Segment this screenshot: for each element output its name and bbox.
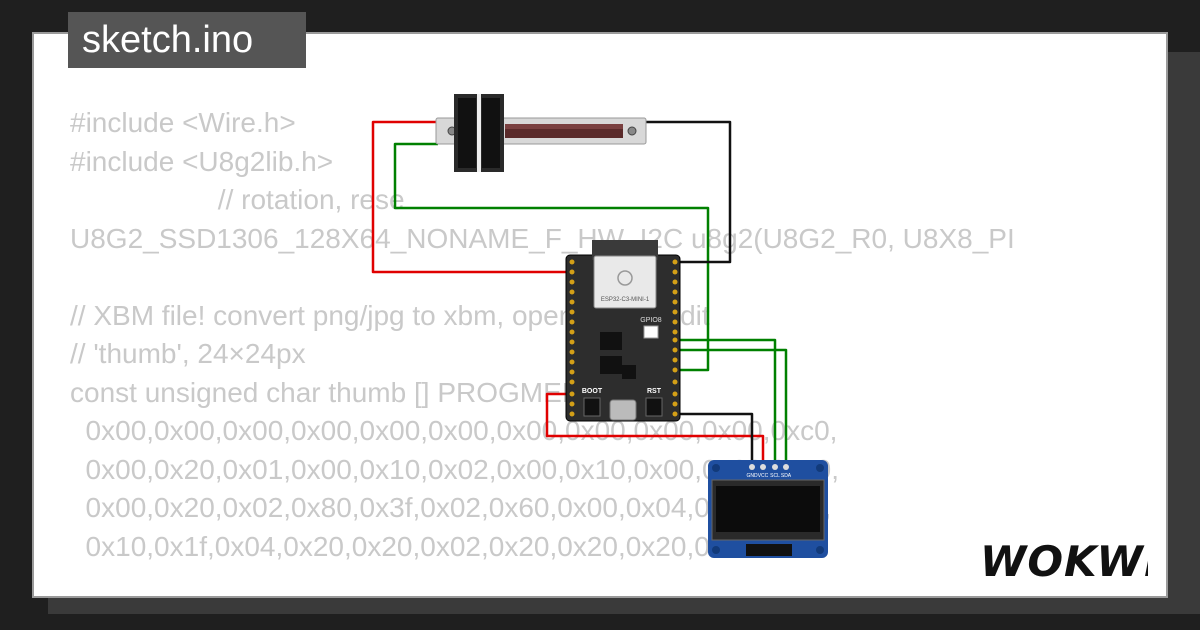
wire-green-oled-sda[interactable] bbox=[675, 348, 788, 466]
module-label: ESP32-C3-MINI-1 bbox=[601, 297, 650, 303]
code-line: 0x10,0x1f,0x04,0x20,0x20,0x02,0x20,0x20,… bbox=[70, 530, 755, 562]
oled-pin-label: VCC bbox=[758, 473, 769, 479]
oled-pin-label: SCL bbox=[770, 473, 780, 479]
code-line: 0x00,0x00,0x00,0x00,0x00,0x00,0x00,0x00,… bbox=[70, 415, 838, 446]
code-line: #include <Wire.h> bbox=[70, 107, 296, 138]
code-line: const unsigned char thumb [] PROGMEM = { bbox=[70, 376, 627, 408]
slide-potentiometer[interactable] bbox=[435, 94, 647, 172]
oled-display[interactable]: GND VCC SCL SDA bbox=[708, 460, 828, 558]
usb-port bbox=[609, 399, 637, 421]
rst-label: RST bbox=[647, 388, 662, 395]
boot-label: BOOT bbox=[582, 388, 603, 395]
oled-pin-label: GND bbox=[746, 473, 758, 479]
boot-button[interactable] bbox=[583, 397, 601, 417]
gpio-label: GPIO8 bbox=[640, 317, 662, 324]
wire-red-pot-vcc[interactable] bbox=[371, 120, 571, 274]
code-line: // 'thumb', 24×24px bbox=[70, 338, 306, 369]
filename-tab[interactable]: sketch.ino bbox=[68, 12, 306, 68]
wire-black-pot-gnd[interactable] bbox=[645, 120, 732, 264]
esp32-board[interactable]: ESP32-C3-MINI-1 GPIO8 BOOT RST bbox=[565, 240, 681, 422]
code-background: #include <Wire.h> #include <U8g2lib.h> //… bbox=[70, 104, 1015, 566]
oled-pin-label: SDA bbox=[781, 473, 792, 479]
logo-text: WOKWi bbox=[980, 538, 1148, 584]
code-line: #include <U8g2lib.h> bbox=[70, 145, 334, 177]
rst-button[interactable] bbox=[645, 397, 663, 417]
wire-green-pot-signal[interactable] bbox=[393, 142, 710, 372]
wire-black-oled-gnd[interactable] bbox=[675, 412, 754, 466]
code-line: 0x00,0x20,0x02,0x80,0x3f,0x02,0x60,0x00,… bbox=[70, 492, 832, 523]
wire-red-oled-vcc[interactable] bbox=[545, 392, 765, 466]
wokwi-logo: WOKWi bbox=[980, 538, 1148, 584]
code-line: U8G2_SSD1306_128X64_NONAME_F_HW_I2C u8g2… bbox=[70, 222, 1015, 254]
wire-green-oled-scl[interactable] bbox=[675, 338, 777, 466]
